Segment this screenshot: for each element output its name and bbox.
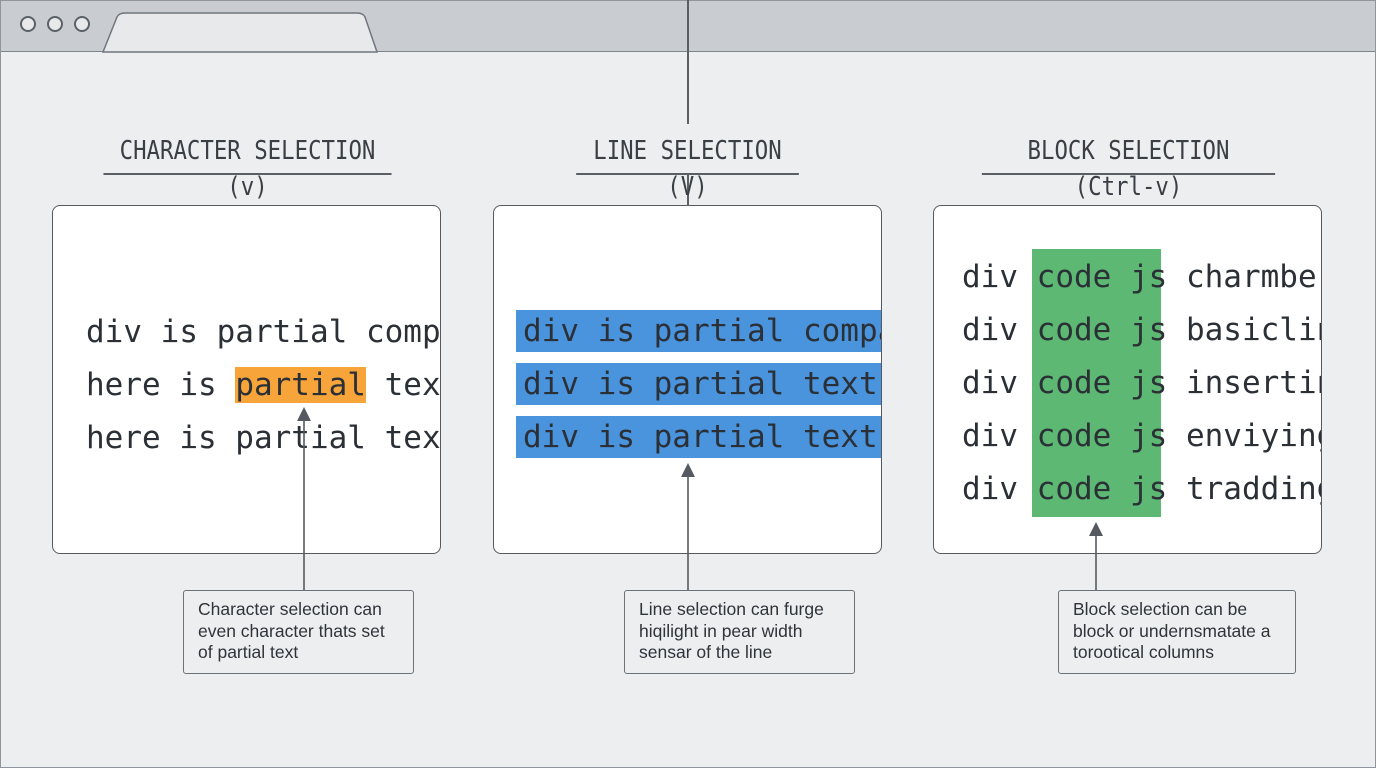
callout-line: torootical columns xyxy=(1073,642,1215,662)
line-highlight xyxy=(516,310,881,352)
code-text: enviying xyxy=(1167,418,1322,454)
line-highlight xyxy=(516,363,881,405)
connector-line-middle xyxy=(687,175,689,205)
window-control-minimize-icon[interactable] xyxy=(47,16,63,32)
block-text: code js xyxy=(1036,365,1168,401)
arrow-up-icon xyxy=(1089,522,1103,590)
arrow-up-icon xyxy=(297,407,311,590)
code-line: div code js tradding xyxy=(962,467,1322,511)
callout-line: Line selection can furge xyxy=(639,599,824,619)
connector-line-top xyxy=(687,50,689,124)
heading-character-selection: CHARACTER SELECTION (v) xyxy=(103,133,392,202)
callout-line: of partial text xyxy=(198,642,299,662)
code-text: tradding xyxy=(1167,471,1322,507)
code-text: text xyxy=(384,367,441,403)
callout-line: block or undernsmatate a xyxy=(1073,620,1271,641)
callout-character-selection: Character selection can even character t… xyxy=(183,590,414,674)
heading-block-selection: BLOCK SELECTION (Ctrl-v) xyxy=(981,133,1276,202)
block-text: code js xyxy=(1036,259,1168,295)
code-line: div code js charmber xyxy=(962,255,1322,299)
callout-block-selection: Block selection can be block or undernsm… xyxy=(1058,590,1296,674)
block-highlight xyxy=(1032,249,1161,517)
code-line: div is partial text xyxy=(523,419,878,455)
titlebar-divider xyxy=(687,0,689,50)
line-highlight xyxy=(516,416,881,458)
character-highlight: partial xyxy=(235,367,366,403)
code-line: here is partial text xyxy=(86,363,441,407)
line-selection-panel: div is partial compar div is partial tex… xyxy=(493,205,882,554)
block-selection-panel: div code js charmber div code js basicli… xyxy=(933,205,1322,554)
code-text: basiclin xyxy=(1167,312,1322,348)
callout-line: even character thats set xyxy=(198,620,385,641)
code-line: div code js insertin xyxy=(962,361,1322,405)
block-text: code js xyxy=(1036,471,1168,507)
code-text: div xyxy=(962,312,1037,348)
character-selection-panel: div is partial compa here is partial tex… xyxy=(52,205,441,554)
code-text: charmber xyxy=(1167,259,1322,295)
browser-tab[interactable] xyxy=(101,11,381,53)
code-text: div xyxy=(962,418,1037,454)
code-text: div xyxy=(962,471,1037,507)
heading-line-selection: LINE SELECTION (V) xyxy=(576,133,799,202)
callout-line: sensar of the line xyxy=(639,642,773,662)
callout-line: hiqilight in pear width xyxy=(639,620,803,641)
callout-line: Character selection can xyxy=(198,599,382,619)
code-text: div xyxy=(962,259,1037,295)
code-line: div is partial text xyxy=(523,366,878,402)
code-line: here is partial text xyxy=(86,420,441,456)
window-control-maximize-icon[interactable] xyxy=(74,16,90,32)
code-line: div code js basiclin xyxy=(962,308,1322,352)
window-control-close-icon[interactable] xyxy=(20,16,36,32)
code-text: div xyxy=(962,365,1037,401)
arrow-up-icon xyxy=(681,463,695,590)
code-line: div is partial compa xyxy=(86,314,441,350)
code-line: div is partial compar xyxy=(523,313,882,349)
callout-line-selection: Line selection can furge hiqilight in pe… xyxy=(624,590,855,674)
callout-line: Block selection can be xyxy=(1073,599,1248,619)
block-text: code js xyxy=(1036,418,1168,454)
code-text: insertin xyxy=(1167,365,1322,401)
code-line: div code js enviying xyxy=(962,414,1322,458)
code-text: here is xyxy=(86,367,236,403)
block-text: code js xyxy=(1036,312,1168,348)
